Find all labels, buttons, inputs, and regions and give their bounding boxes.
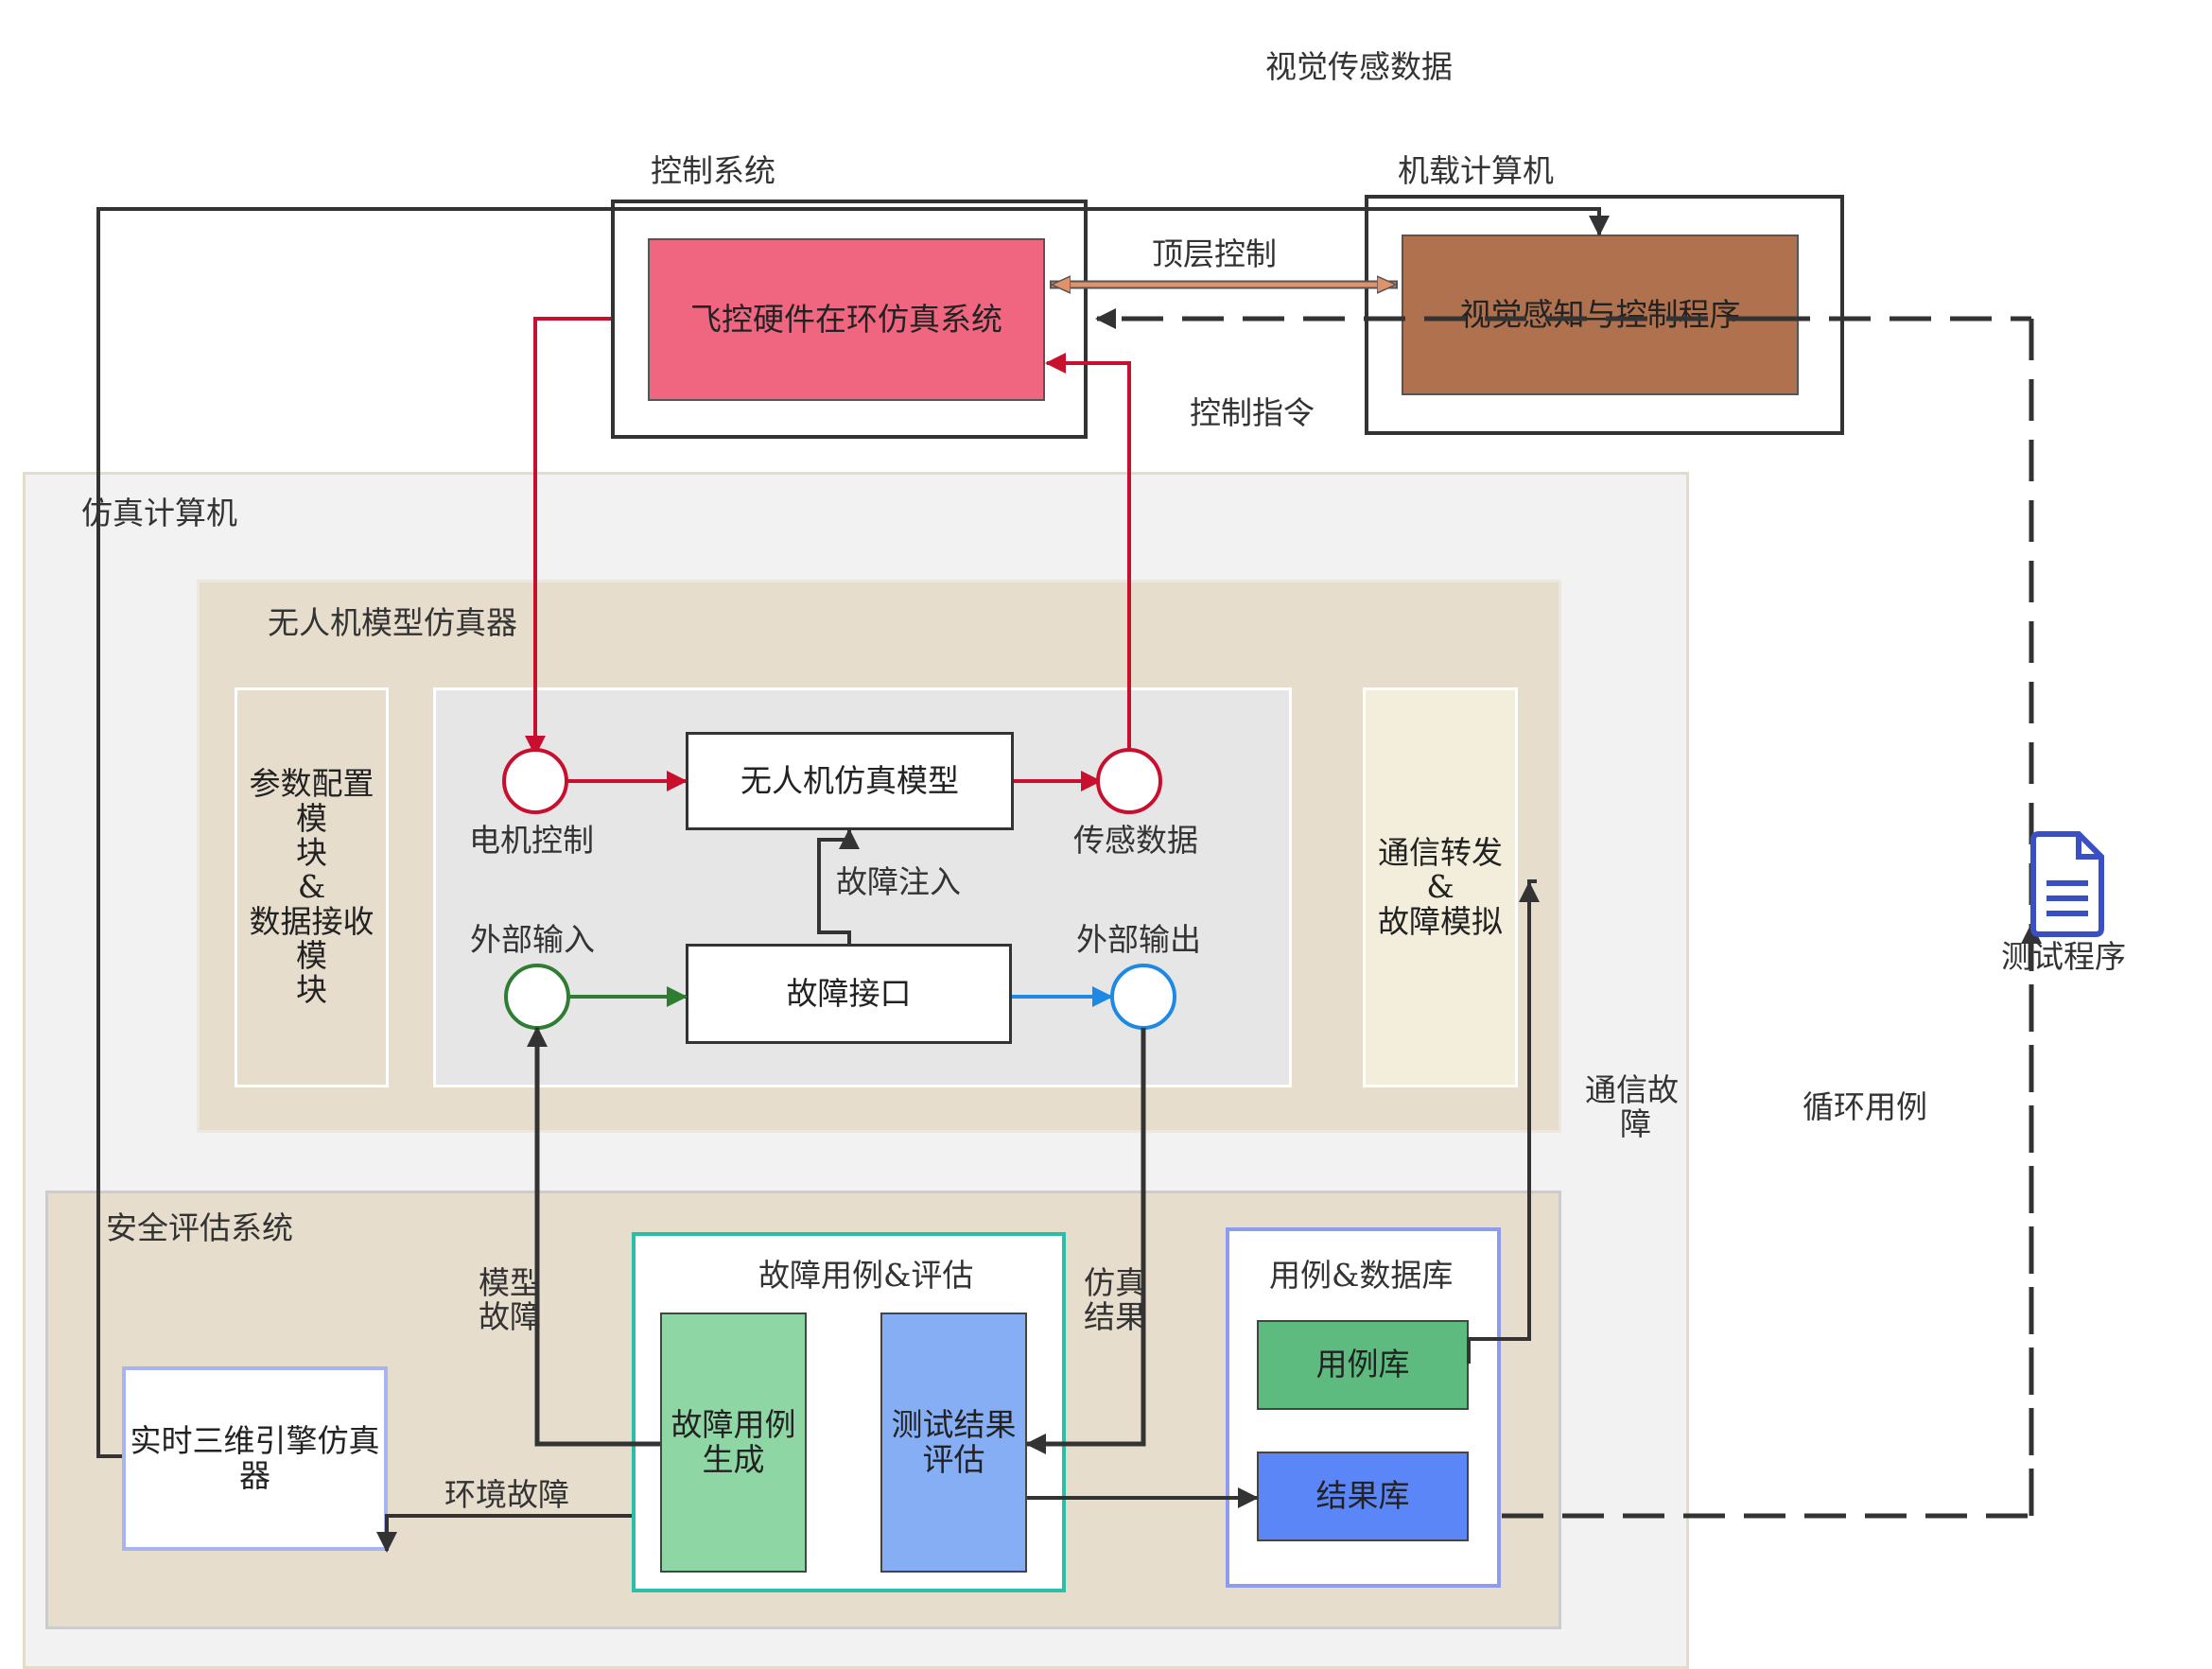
document-icon[interactable]: [2030, 831, 2104, 937]
safety-eval-title: 安全评估系统: [106, 1209, 293, 1246]
control-command-label: 控制指令: [1190, 394, 1315, 431]
motor-control-arrow: [525, 317, 611, 756]
control-system-frame: [611, 200, 1088, 439]
fault-injection-arrow: [817, 828, 860, 944]
engine-3d-box[interactable]: 实时三维引擎仿真 器: [122, 1366, 388, 1551]
case-to-comm-arrow: [1467, 879, 1537, 1364]
comm-line-3: 故障模拟: [1378, 902, 1503, 940]
case-db-title: 用例&数据库: [1269, 1257, 1454, 1294]
external-output-node[interactable]: [1110, 964, 1176, 1030]
external-input-label: 外部输入: [470, 921, 595, 958]
env-fault-label: 环境故障: [444, 1476, 569, 1513]
result-lib-box[interactable]: 结果库: [1257, 1452, 1469, 1541]
env-fault-arrow: [376, 1514, 632, 1553]
param-line-3: &: [297, 868, 326, 906]
comm-line-2: &: [1426, 868, 1454, 906]
param-line-2: 块: [296, 834, 327, 872]
fc-hil-label: 飞控硬件在环仿真系统: [690, 300, 1002, 338]
comm-fault-label-1: 通信故: [1585, 1071, 1679, 1108]
sensor-data-node[interactable]: [1096, 748, 1162, 814]
top-control-label: 顶层控制: [1152, 235, 1277, 272]
motor-control-label: 电机控制: [469, 822, 594, 859]
fault-case-eval-title: 故障用例&评估: [758, 1257, 974, 1294]
external-input-node[interactable]: [504, 964, 570, 1030]
fault-interface-box[interactable]: 故障接口: [686, 944, 1012, 1044]
test-result-eval-box[interactable]: 测试结果 评估: [880, 1313, 1027, 1573]
case-lib-label: 用例库: [1315, 1346, 1410, 1383]
model-fault-label-1: 模型: [479, 1264, 541, 1301]
param-config-module[interactable]: 参数配置模 块 & 数据接收模 块: [235, 687, 389, 1087]
fault-interface-label: 故障接口: [786, 974, 912, 1012]
fault-gen-line-1: 故障用例: [671, 1406, 796, 1444]
param-line-4: 数据接收模: [249, 902, 374, 974]
visual-sensor-data-label: 视觉传感数据: [1265, 48, 1453, 85]
test-program-label: 测试程序: [2001, 938, 2126, 975]
param-line-5: 块: [296, 971, 327, 1009]
fault-gen-line-2: 生成: [702, 1440, 765, 1478]
sensor-to-fc-arrow: [1045, 353, 1131, 751]
test-eval-line-1: 测试结果: [891, 1406, 1017, 1444]
model-fault-arrow: [527, 1026, 660, 1447]
external-output-label: 外部输出: [1076, 921, 1201, 958]
fault-case-gen-box[interactable]: 故障用例 生成: [660, 1313, 807, 1573]
motor-control-node[interactable]: [502, 748, 568, 814]
sim-result-arrow: [1025, 1028, 1146, 1454]
control-system-title: 控制系统: [651, 152, 775, 189]
sim-result-label-1: 仿真: [1084, 1264, 1146, 1301]
param-line-1: 参数配置模: [249, 765, 374, 837]
sensor-data-label: 传感数据: [1073, 822, 1198, 859]
loop-cases-label: 循环用例: [1803, 1088, 1927, 1125]
comm-line-1: 通信转发: [1378, 834, 1503, 872]
result-lib-label: 结果库: [1315, 1477, 1410, 1515]
visual-sensor-data-arrow: [96, 207, 1610, 1458]
test-eval-line-2: 评估: [922, 1440, 985, 1478]
sim-result-label-2: 结果: [1084, 1298, 1146, 1335]
onboard-computer-title: 机载计算机: [1398, 152, 1554, 189]
comm-forward-module[interactable]: 通信转发 & 故障模拟: [1363, 687, 1518, 1087]
uav-sim-model-label: 无人机仿真模型: [740, 761, 959, 799]
comm-fault-label-2: 障: [1620, 1105, 1651, 1142]
sim-computer-title: 仿真计算机: [81, 495, 237, 531]
engine-line-2: 器: [239, 1456, 270, 1494]
uav-model-simulator-title: 无人机模型仿真器: [268, 604, 517, 641]
fc-hil-box[interactable]: 飞控硬件在环仿真系统: [648, 238, 1045, 401]
vision-program-label: 视觉感知与控制程序: [1459, 295, 1741, 333]
model-fault-label-2: 故障: [479, 1298, 541, 1335]
engine-line-1: 实时三维引擎仿真: [130, 1422, 380, 1460]
fault-injection-label: 故障注入: [836, 863, 961, 900]
case-lib-box[interactable]: 用例库: [1257, 1320, 1469, 1410]
onboard-computer-frame: [1365, 195, 1844, 435]
